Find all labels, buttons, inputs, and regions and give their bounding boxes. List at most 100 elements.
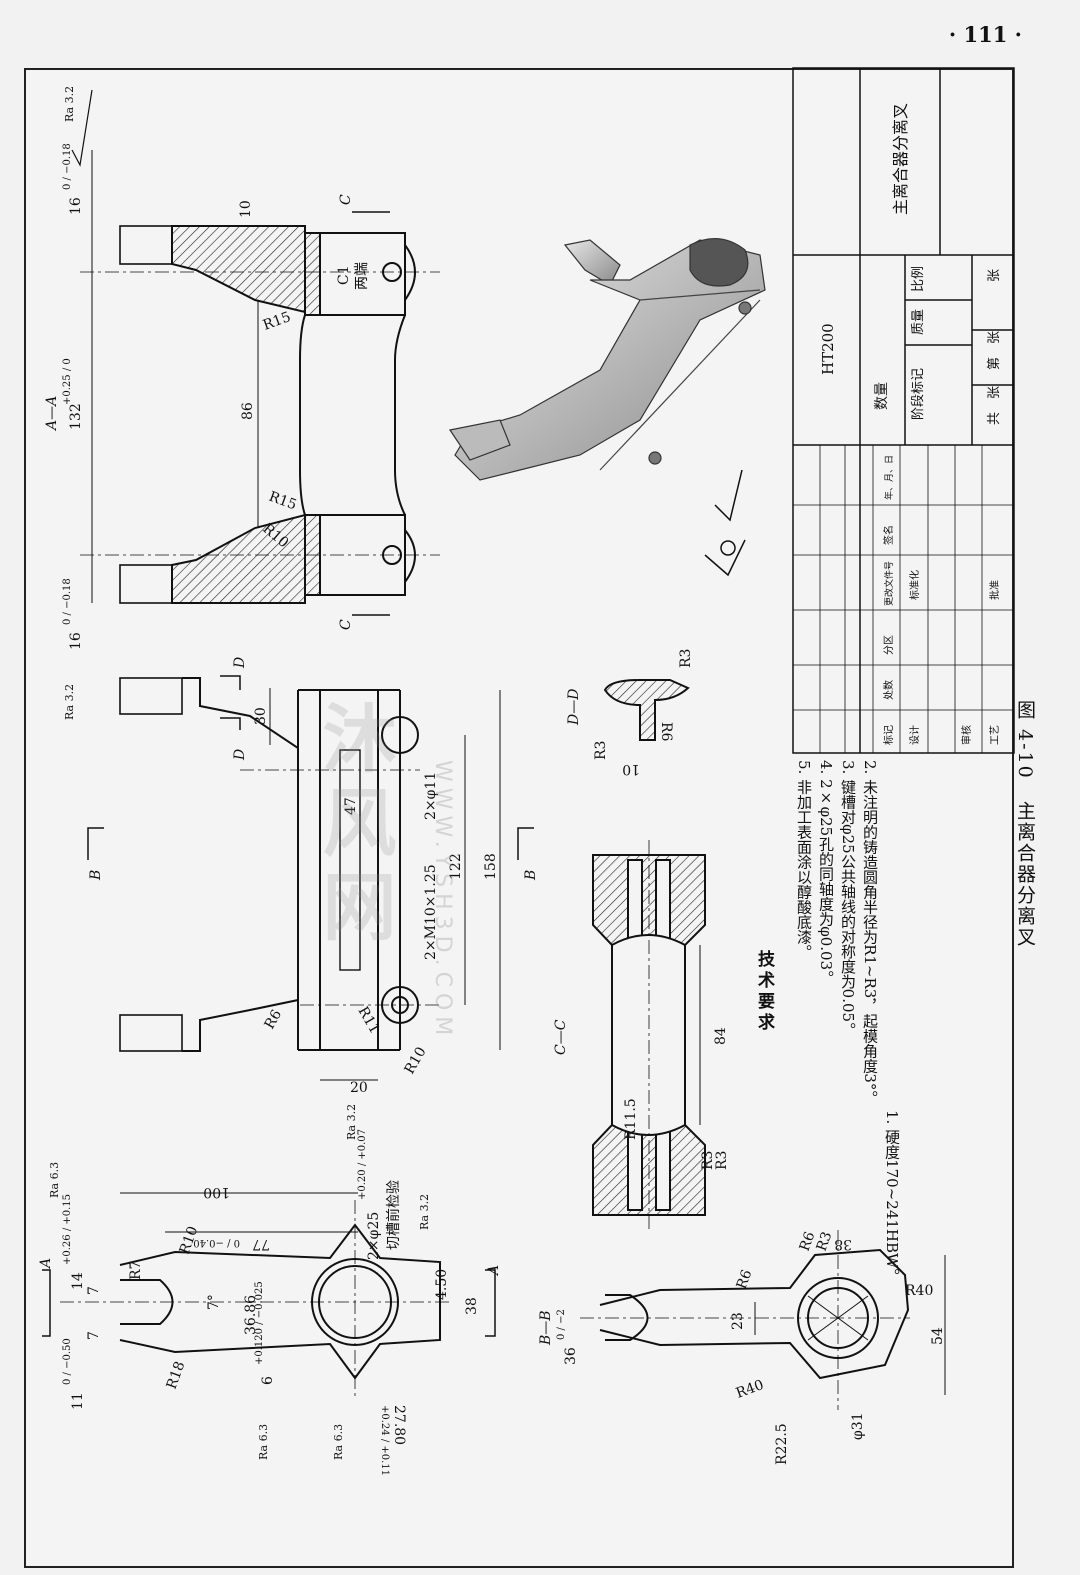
dim-11: 11 [70, 1392, 86, 1410]
label-a-a: A—A [44, 396, 60, 432]
dim-11-tol: 0 / −0.50 [62, 1338, 73, 1385]
label-a-side-top: A [38, 1258, 54, 1270]
dim-84: 84 [713, 1027, 729, 1045]
title-block-grid [792, 67, 1015, 754]
page-number: · 111 · [948, 22, 1022, 47]
dim-16-top: 16 [68, 197, 84, 215]
title-part-name: 主离合器分离叉 [891, 103, 910, 215]
label-r6-bb-a: R6 [734, 1268, 756, 1292]
rev-header-date: 年、月、日 [883, 455, 895, 500]
label-r6-dd: R6 [658, 722, 674, 742]
label-r115: R11.5 [623, 1098, 639, 1140]
ra32-d: Ra 3.2 [418, 1194, 431, 1230]
label-r3-bb: R3 [814, 1230, 836, 1254]
dim-10: 10 [238, 200, 254, 218]
isometric-part-image [449, 238, 766, 481]
label-r15-top: R15 [261, 309, 293, 334]
role-design: 设计 [908, 725, 921, 745]
label-inspect-note: 切槽前检验 [385, 1180, 402, 1250]
label-hole-11: 2×φ11 [423, 772, 439, 820]
dim-122: 122 [448, 853, 464, 880]
dim-54: 54 [930, 1327, 946, 1345]
dim-77-tol: 0 / −0.40 [193, 1237, 240, 1248]
dim-14-tol: +0.26 / +0.15 [62, 1194, 73, 1265]
dim-450: 4.50 [434, 1269, 450, 1300]
rev-header-sign: 签名 [882, 525, 895, 545]
rev-header-count: 处数 [882, 680, 895, 700]
label-b-top: B [88, 870, 104, 881]
label-angle-7: 7° [206, 1294, 222, 1310]
watermark-text: 沐风网 [310, 700, 396, 952]
dim-132-tol: +0.25 / 0 [62, 358, 73, 405]
title-material: HT200 [819, 323, 837, 375]
general-surface-symbol [704, 469, 746, 577]
dim-47: 47 [343, 797, 359, 815]
title-total-sheets: 共 张 [987, 386, 1002, 425]
dim-30: 30 [253, 707, 269, 725]
side-view [42, 1192, 496, 1400]
dim-36-tol: 0 / −2 [556, 1309, 567, 1340]
title-stage-mark: 阶段标记 [911, 368, 926, 420]
section-d-d-view [603, 679, 690, 741]
tech-item-5: 5. 非加工表面涂以醇酸底漆。 [795, 760, 813, 960]
rev-header-zone: 分区 [883, 635, 895, 655]
label-c1: C1 [336, 265, 352, 285]
role-review: 审核 [960, 725, 973, 745]
dim-132: 132 [68, 403, 84, 430]
label-r6-front: R6 [262, 1007, 286, 1032]
ra63-c: Ra 6.3 [332, 1424, 345, 1460]
label-d-bottom: D [232, 749, 248, 761]
label-phi25-tol: +0.20 / +0.07 [357, 1129, 368, 1200]
role-standard: 标准化 [908, 570, 921, 600]
dim-16-bottom-tol: 0 / −0.18 [62, 578, 73, 625]
dim-100: 100 [203, 1184, 230, 1200]
ra32-top: Ra 3.2 [63, 86, 76, 122]
dim-2780-tol: +0.24 / +0.11 [379, 1405, 390, 1476]
role-process: 工艺 [989, 725, 1001, 745]
dim-77: 77 [252, 1236, 270, 1252]
label-r7: R7 [128, 1261, 144, 1280]
technical-requirements: 技术要求 1. 硬度170~241HBW。 2. 未注明的铸造圆角半径为R1~R… [754, 760, 903, 1284]
dim-20: 20 [350, 1080, 368, 1096]
label-phi31: φ31 [850, 1412, 866, 1440]
dim-16-bottom: 16 [68, 632, 84, 650]
dim-7b: 7 [86, 1331, 102, 1340]
dim-36: 36 [563, 1347, 579, 1365]
label-r3-dd-a: R3 [678, 649, 694, 668]
label-r18: R18 [164, 1359, 189, 1391]
label-b-bottom: B [523, 870, 539, 881]
dim-38-bb: 38 [834, 1236, 852, 1252]
title-quantity: 数量 [874, 382, 890, 410]
label-r3-cc-b: R3 [714, 1151, 730, 1170]
label-d-top: D [232, 657, 248, 669]
front-view [87, 675, 534, 1081]
tech-item-2: 2. 未注明的铸造圆角半径为R1~R3，起模角度3°。 [861, 760, 879, 1106]
dim-14: 14 [70, 1272, 86, 1290]
dim-7a: 7 [86, 1286, 102, 1295]
label-r10-front: R10 [402, 1044, 430, 1077]
title-sheet-no: 第 张 [987, 331, 1002, 370]
dim-158: 158 [483, 853, 499, 880]
figure-caption: 图 4-10 主离合器分离叉 [1014, 700, 1036, 948]
dim-16-top-tol: 0 / −0.18 [62, 143, 73, 190]
tech-item-1: 1. 硬度170~241HBW。 [883, 1110, 901, 1284]
label-c-bottom: C [338, 619, 354, 630]
section-c-c-view [592, 840, 706, 1230]
dim-23: 23 [730, 1312, 746, 1330]
role-approve: 批准 [988, 580, 1001, 600]
label-phi25: 2×φ25 [366, 1212, 382, 1260]
dim-6-tol: +0.120 / −0.025 [254, 1281, 265, 1365]
dim-38-side: 38 [464, 1297, 480, 1315]
section-a-a-view [71, 89, 440, 616]
dim-6: 6 [260, 1376, 276, 1385]
tech-heading: 技术要求 [754, 950, 774, 1034]
label-r40-b: R40 [734, 1377, 766, 1402]
label-c-top: C [338, 194, 354, 205]
tech-item-4: 4. 2×φ25孔的同轴度为φ0.03。 [817, 760, 835, 986]
label-b-b: B—B [538, 1310, 554, 1346]
label-both-ends: 两端 [354, 262, 370, 290]
label-a-side-bottom: A [486, 1265, 502, 1277]
title-sheet-unit: 张 [987, 269, 1002, 282]
dim-86: 86 [240, 402, 256, 420]
